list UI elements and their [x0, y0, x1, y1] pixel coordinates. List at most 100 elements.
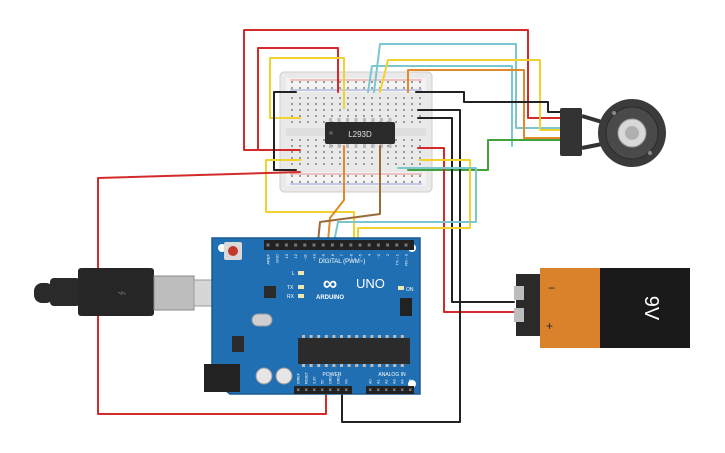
breadboard-hole	[307, 145, 309, 147]
breadboard-hole	[395, 87, 397, 89]
breadboard-hole	[395, 103, 397, 105]
chip-pin	[371, 144, 375, 148]
led-l-label: L	[292, 271, 295, 277]
breadboard-hole	[395, 109, 397, 111]
chip-pin	[380, 144, 383, 148]
motor-encoder	[560, 99, 666, 167]
breadboard-hole	[371, 115, 373, 117]
breadboard-hole	[307, 139, 309, 141]
motor-connector	[560, 108, 582, 156]
breadboard-hole	[419, 145, 421, 147]
capacitor	[255, 367, 273, 385]
breadboard-hole	[395, 115, 397, 117]
breadboard-hole	[411, 109, 413, 111]
analog-header	[366, 386, 414, 394]
mcu-pin	[340, 335, 343, 338]
breadboard-hole	[403, 115, 405, 117]
power-pin-label: 5V	[321, 379, 325, 384]
battery-plus-label: +	[546, 319, 553, 333]
chip-pin	[337, 118, 341, 122]
breadboard-hole	[307, 121, 309, 123]
breadboard-hole	[363, 175, 365, 177]
analog-pin-hole	[369, 388, 372, 391]
chip-label: L293D	[348, 130, 372, 139]
breadboard-hole	[403, 81, 405, 83]
power-pin-label: IOREF	[297, 372, 301, 384]
breadboard-hole	[347, 81, 349, 83]
breadboard-hole	[299, 97, 301, 99]
breadboard-hole	[371, 157, 373, 159]
wire-red	[243, 29, 561, 151]
breadboard-hole	[291, 163, 293, 165]
mcu-pin	[393, 364, 397, 367]
wire-red	[257, 47, 339, 151]
breadboard-hole	[387, 145, 389, 147]
digital-pin-label: ~3	[376, 253, 381, 258]
arduino-logo-icon: ∞	[323, 273, 337, 295]
analog-pin-hole	[393, 388, 396, 391]
breadboard-hole	[339, 163, 341, 165]
mcu-pin	[324, 364, 328, 367]
breadboard-hole	[307, 81, 309, 83]
battery-minus-terminal	[514, 286, 524, 300]
battery-minus-label: −	[548, 281, 555, 295]
breadboard-hole	[331, 163, 333, 165]
digital-pin-hole	[404, 243, 408, 247]
chip-pin	[354, 144, 358, 148]
board-brand: ARDUINO	[316, 295, 344, 301]
digital-header	[264, 240, 414, 250]
digital-pin-label: 7	[339, 253, 344, 256]
breadboard-hole	[315, 175, 317, 177]
breadboard-hole	[347, 151, 349, 153]
breadboard-hole	[403, 121, 405, 123]
breadboard-hole	[411, 103, 413, 105]
power-pin-hole	[345, 388, 348, 391]
analog-pin-label: A1	[377, 379, 381, 384]
usb-chip	[264, 286, 276, 298]
breadboard-hole	[355, 175, 357, 177]
breadboard-hole	[355, 109, 357, 111]
breadboard-hole	[331, 175, 333, 177]
breadboard-hole	[371, 97, 373, 99]
breadboard-hole	[355, 163, 357, 165]
digital-pin-label: 8	[330, 253, 335, 256]
breadboard-hole	[411, 157, 413, 159]
chip-pin	[337, 144, 341, 148]
breadboard-hole	[323, 109, 325, 111]
mcu-pin	[370, 335, 374, 338]
breadboard-hole	[419, 81, 421, 83]
breadboard-hole	[387, 115, 389, 117]
breadboard-hole	[403, 163, 405, 165]
breadboard-hole	[379, 103, 381, 105]
battery-9v: − + 9V	[514, 268, 690, 348]
chip-pin	[363, 118, 366, 122]
breadboard-hole	[403, 175, 405, 177]
breadboard-hole	[323, 103, 325, 105]
breadboard-hole	[291, 97, 293, 99]
breadboard-hole	[315, 157, 317, 159]
power-pin-label: Vin	[345, 379, 349, 384]
chip-pins	[329, 118, 392, 148]
chip-pin	[388, 144, 392, 148]
breadboard-hole	[307, 97, 309, 99]
breadboard-hole	[291, 87, 293, 89]
mcu-pin	[355, 335, 359, 338]
digital-pin-label: RX←0	[404, 253, 409, 266]
breadboard-hole	[323, 115, 325, 117]
power-pin-hole	[321, 388, 324, 391]
breadboard-hole	[315, 139, 317, 141]
on-led-label: ON	[406, 287, 414, 293]
breadboard-hole	[371, 175, 373, 177]
breadboard-hole	[363, 103, 365, 105]
breadboard-hole	[363, 115, 365, 117]
wire-yellow	[357, 159, 471, 243]
mcu-pin	[378, 364, 381, 367]
breadboard-hole	[315, 145, 317, 147]
digital-pin-label: AREF	[266, 253, 271, 264]
breadboard-hole	[291, 181, 293, 183]
breadboard-hole	[363, 151, 365, 153]
breadboard-hole	[363, 97, 365, 99]
power-pin-hole	[297, 388, 300, 391]
